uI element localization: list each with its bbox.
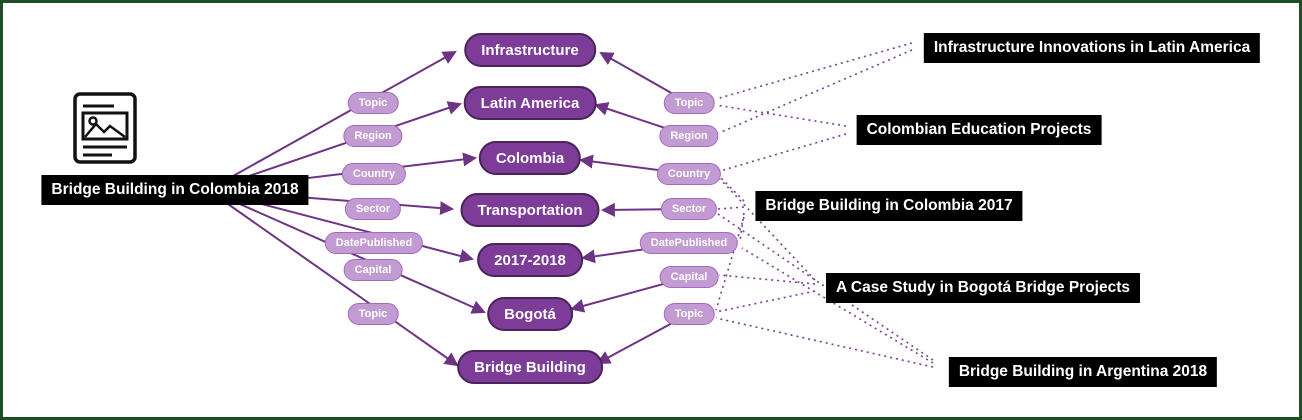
edge-label-sector-left[interactable]: Sector [344,198,402,220]
node-colombia[interactable]: Colombia [478,141,582,175]
dotted-doc3-sector [717,206,745,210]
node-transportation[interactable]: Transportation [460,193,600,227]
dotted-doc1-topic [715,42,913,100]
article-icon[interactable] [72,91,138,165]
edge-label-topic-left[interactable]: Topic [347,92,399,114]
node-2017-2018[interactable]: 2017-2018 [477,243,583,277]
dotted-doc4-country [719,178,816,281]
doc-node-colombian-education[interactable]: Colombian Education Projects [856,115,1102,145]
doc-node-case-study-bogota[interactable]: A Case Study in Bogotá Bridge Projects [826,273,1140,303]
node-infrastructure[interactable]: Infrastructure [464,33,596,67]
doc-node-bridge-colombia-2017[interactable]: Bridge Building in Colombia 2017 [755,191,1023,221]
dotted-doc4-topic [715,290,816,313]
dotted-doc5-topic [715,317,934,368]
node-bridge-building[interactable]: Bridge Building [457,350,603,384]
edge-label-region-right[interactable]: Region [659,125,719,147]
dotted-doc1-region [718,49,913,134]
edge-source-topic-bridge-building [207,189,459,367]
dotted-doc2-country [719,133,847,172]
dotted-doc3-topic [715,216,745,311]
edge-label-datepublished-right[interactable]: DatePublished [639,232,739,254]
edge-label-country-right[interactable]: Country [656,163,722,185]
doc-node-bridge-argentina-2018[interactable]: Bridge Building in Argentina 2018 [948,357,1218,387]
edge-label-topic2-right[interactable]: Topic [663,303,715,325]
edge-label-region-left[interactable]: Region [343,125,403,147]
edge-label-capital-left[interactable]: Capital [343,259,403,281]
doc-node-infrastructure-innovations[interactable]: Infrastructure Innovations in Latin Amer… [923,33,1261,63]
source-node-bridge-building-colombia-2018[interactable]: Bridge Building in Colombia 2018 [41,175,309,205]
edge-label-sector-right[interactable]: Sector [660,198,718,220]
dotted-doc4-capital [718,274,816,285]
edge-label-country-left[interactable]: Country [341,163,407,185]
dotted-doc3-country [719,176,745,202]
edge-label-datepublished-left[interactable]: DatePublished [324,232,424,254]
edge-label-topic-right[interactable]: Topic [663,92,715,114]
edge-label-capital-right[interactable]: Capital [659,266,719,288]
dotted-doc5-datepublished [741,247,934,364]
edge-label-topic2-left[interactable]: Topic [347,303,399,325]
node-bogota[interactable]: Bogotá [487,297,573,331]
dotted-doc5-sector [717,213,934,361]
edge-source-topic-infrastructure [207,50,457,191]
dotted-doc2-topic [715,104,847,127]
node-latin-america[interactable]: Latin America [463,86,597,120]
